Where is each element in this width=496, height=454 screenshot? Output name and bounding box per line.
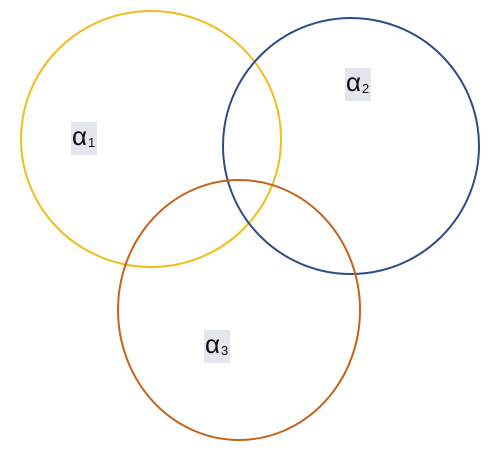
set-label-alpha-2: α2 [345, 67, 372, 101]
set-label-alpha-3: α3 [204, 329, 231, 363]
set-subscript: 3 [221, 343, 229, 358]
set-symbol: α [72, 121, 88, 151]
set-circle-alpha-3 [117, 179, 361, 441]
set-label-alpha-1: α1 [71, 121, 98, 155]
set-subscript: 1 [88, 135, 96, 150]
set-symbol: α [205, 329, 221, 359]
set-subscript: 2 [362, 81, 370, 96]
set-circle-alpha-2 [222, 17, 480, 275]
set-symbol: α [346, 67, 362, 97]
set-circle-alpha-1 [20, 10, 282, 268]
